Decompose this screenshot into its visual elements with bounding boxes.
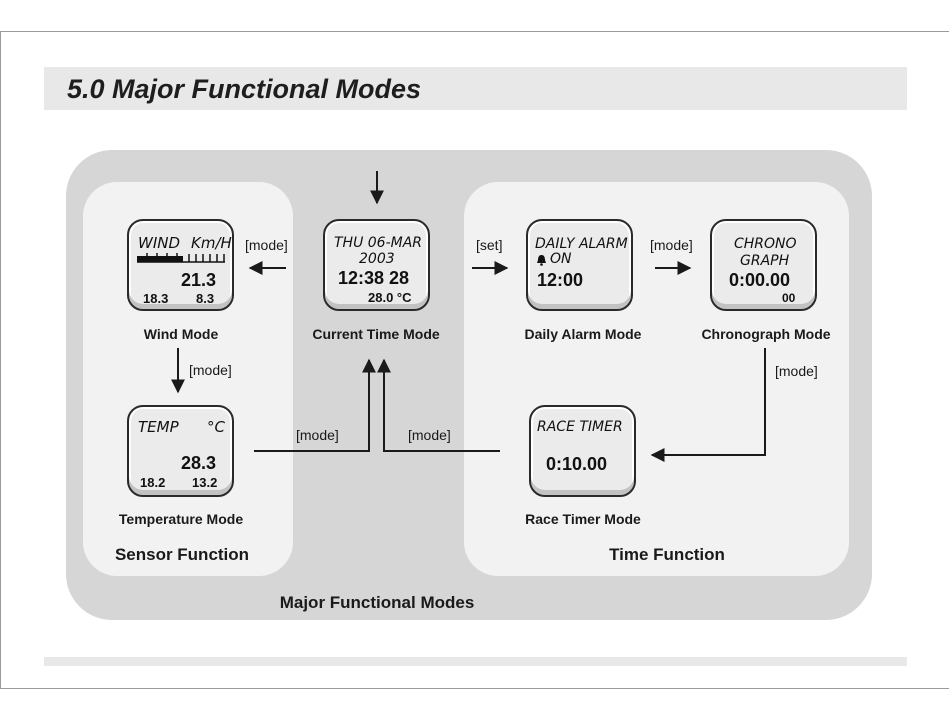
alarm-status: ON <box>550 251 572 267</box>
tag-chrono-to-race: [mode] <box>775 363 818 379</box>
current-clock: 12:38 28 <box>338 268 410 288</box>
race-timer-time: 0:10.00 <box>546 454 608 474</box>
wind-right-value: 8.3 <box>196 291 215 306</box>
current-year: 2003 <box>359 251 395 267</box>
temp-value: 28.3 <box>181 453 217 473</box>
alarm-title: DAILY ALARM <box>535 236 628 252</box>
page-frame <box>0 31 949 689</box>
race-timer-title: RACE TIMER <box>537 419 623 435</box>
temperature-mode-display: TEMP °C 28.3 18.2 13.2 <box>127 405 234 497</box>
race-timer-mode-label: Race Timer Mode <box>525 511 641 527</box>
time-function-label: Time Function <box>609 545 725 564</box>
chronograph-mode-label: Chronograph Mode <box>701 326 831 342</box>
daily-alarm-mode-display: DAILY ALARM ON 12:00 <box>526 219 633 311</box>
tag-time-to-alarm: [set] <box>476 237 503 253</box>
wind-title: WIND <box>138 234 181 252</box>
temp-unit: °C <box>207 418 225 436</box>
tag-time-to-wind: [mode] <box>245 237 288 253</box>
chrono-title-line2: GRAPH <box>740 253 790 269</box>
tag-wind-to-temp: [mode] <box>189 362 232 378</box>
race-timer-mode-display: RACE TIMER 0:10.00 <box>529 405 636 497</box>
tag-alarm-to-chrono: [mode] <box>650 237 693 253</box>
alarm-time: 12:00 <box>537 270 584 290</box>
chrono-title-line1: CHRONO <box>734 236 797 252</box>
bell-icon <box>537 255 546 266</box>
footer-bar <box>44 657 907 666</box>
current-time-mode-display: THU 06-MAR 2003 12:38 28 28.0 °C <box>323 219 430 311</box>
temp-right-value: 13.2 <box>192 475 218 490</box>
arrow-race-to-time <box>377 358 500 452</box>
arrow-chrono-to-race <box>650 348 766 462</box>
tag-race-to-time: [mode] <box>408 427 451 443</box>
chrono-time: 0:00.00 <box>729 270 791 290</box>
tag-temp-to-time: [mode] <box>296 427 339 443</box>
section-title: 5.0 Major Functional Modes <box>67 74 422 104</box>
wind-speed-value: 21.3 <box>181 270 217 290</box>
sensor-function-label: Sensor Function <box>114 545 250 564</box>
daily-alarm-mode-label: Daily Alarm Mode <box>524 326 642 342</box>
title-bar <box>44 67 907 110</box>
wind-left-value: 18.3 <box>143 291 169 306</box>
diagram-caption: Major Functional Modes <box>279 593 475 612</box>
wind-mode-label: Wind Mode <box>143 326 219 342</box>
temperature-mode-label: Temperature Mode <box>118 511 244 527</box>
current-temperature: 28.0 °C <box>368 290 412 305</box>
wind-mode-display: WIND Km/H 21.3 18.3 8.3 <box>127 219 234 311</box>
current-date: THU 06-MAR <box>334 235 423 251</box>
wind-speed-bar-icon <box>137 253 225 263</box>
temp-title: TEMP <box>138 418 179 436</box>
temp-left-value: 18.2 <box>140 475 166 490</box>
chrono-subseconds: 00 <box>782 291 796 305</box>
wind-unit: Km/H <box>191 234 232 252</box>
arrow-temp-to-time <box>254 358 376 452</box>
current-time-mode-label: Current Time Mode <box>312 326 440 342</box>
chronograph-mode-display: CHRONO GRAPH 0:00.00 00 <box>710 219 817 311</box>
